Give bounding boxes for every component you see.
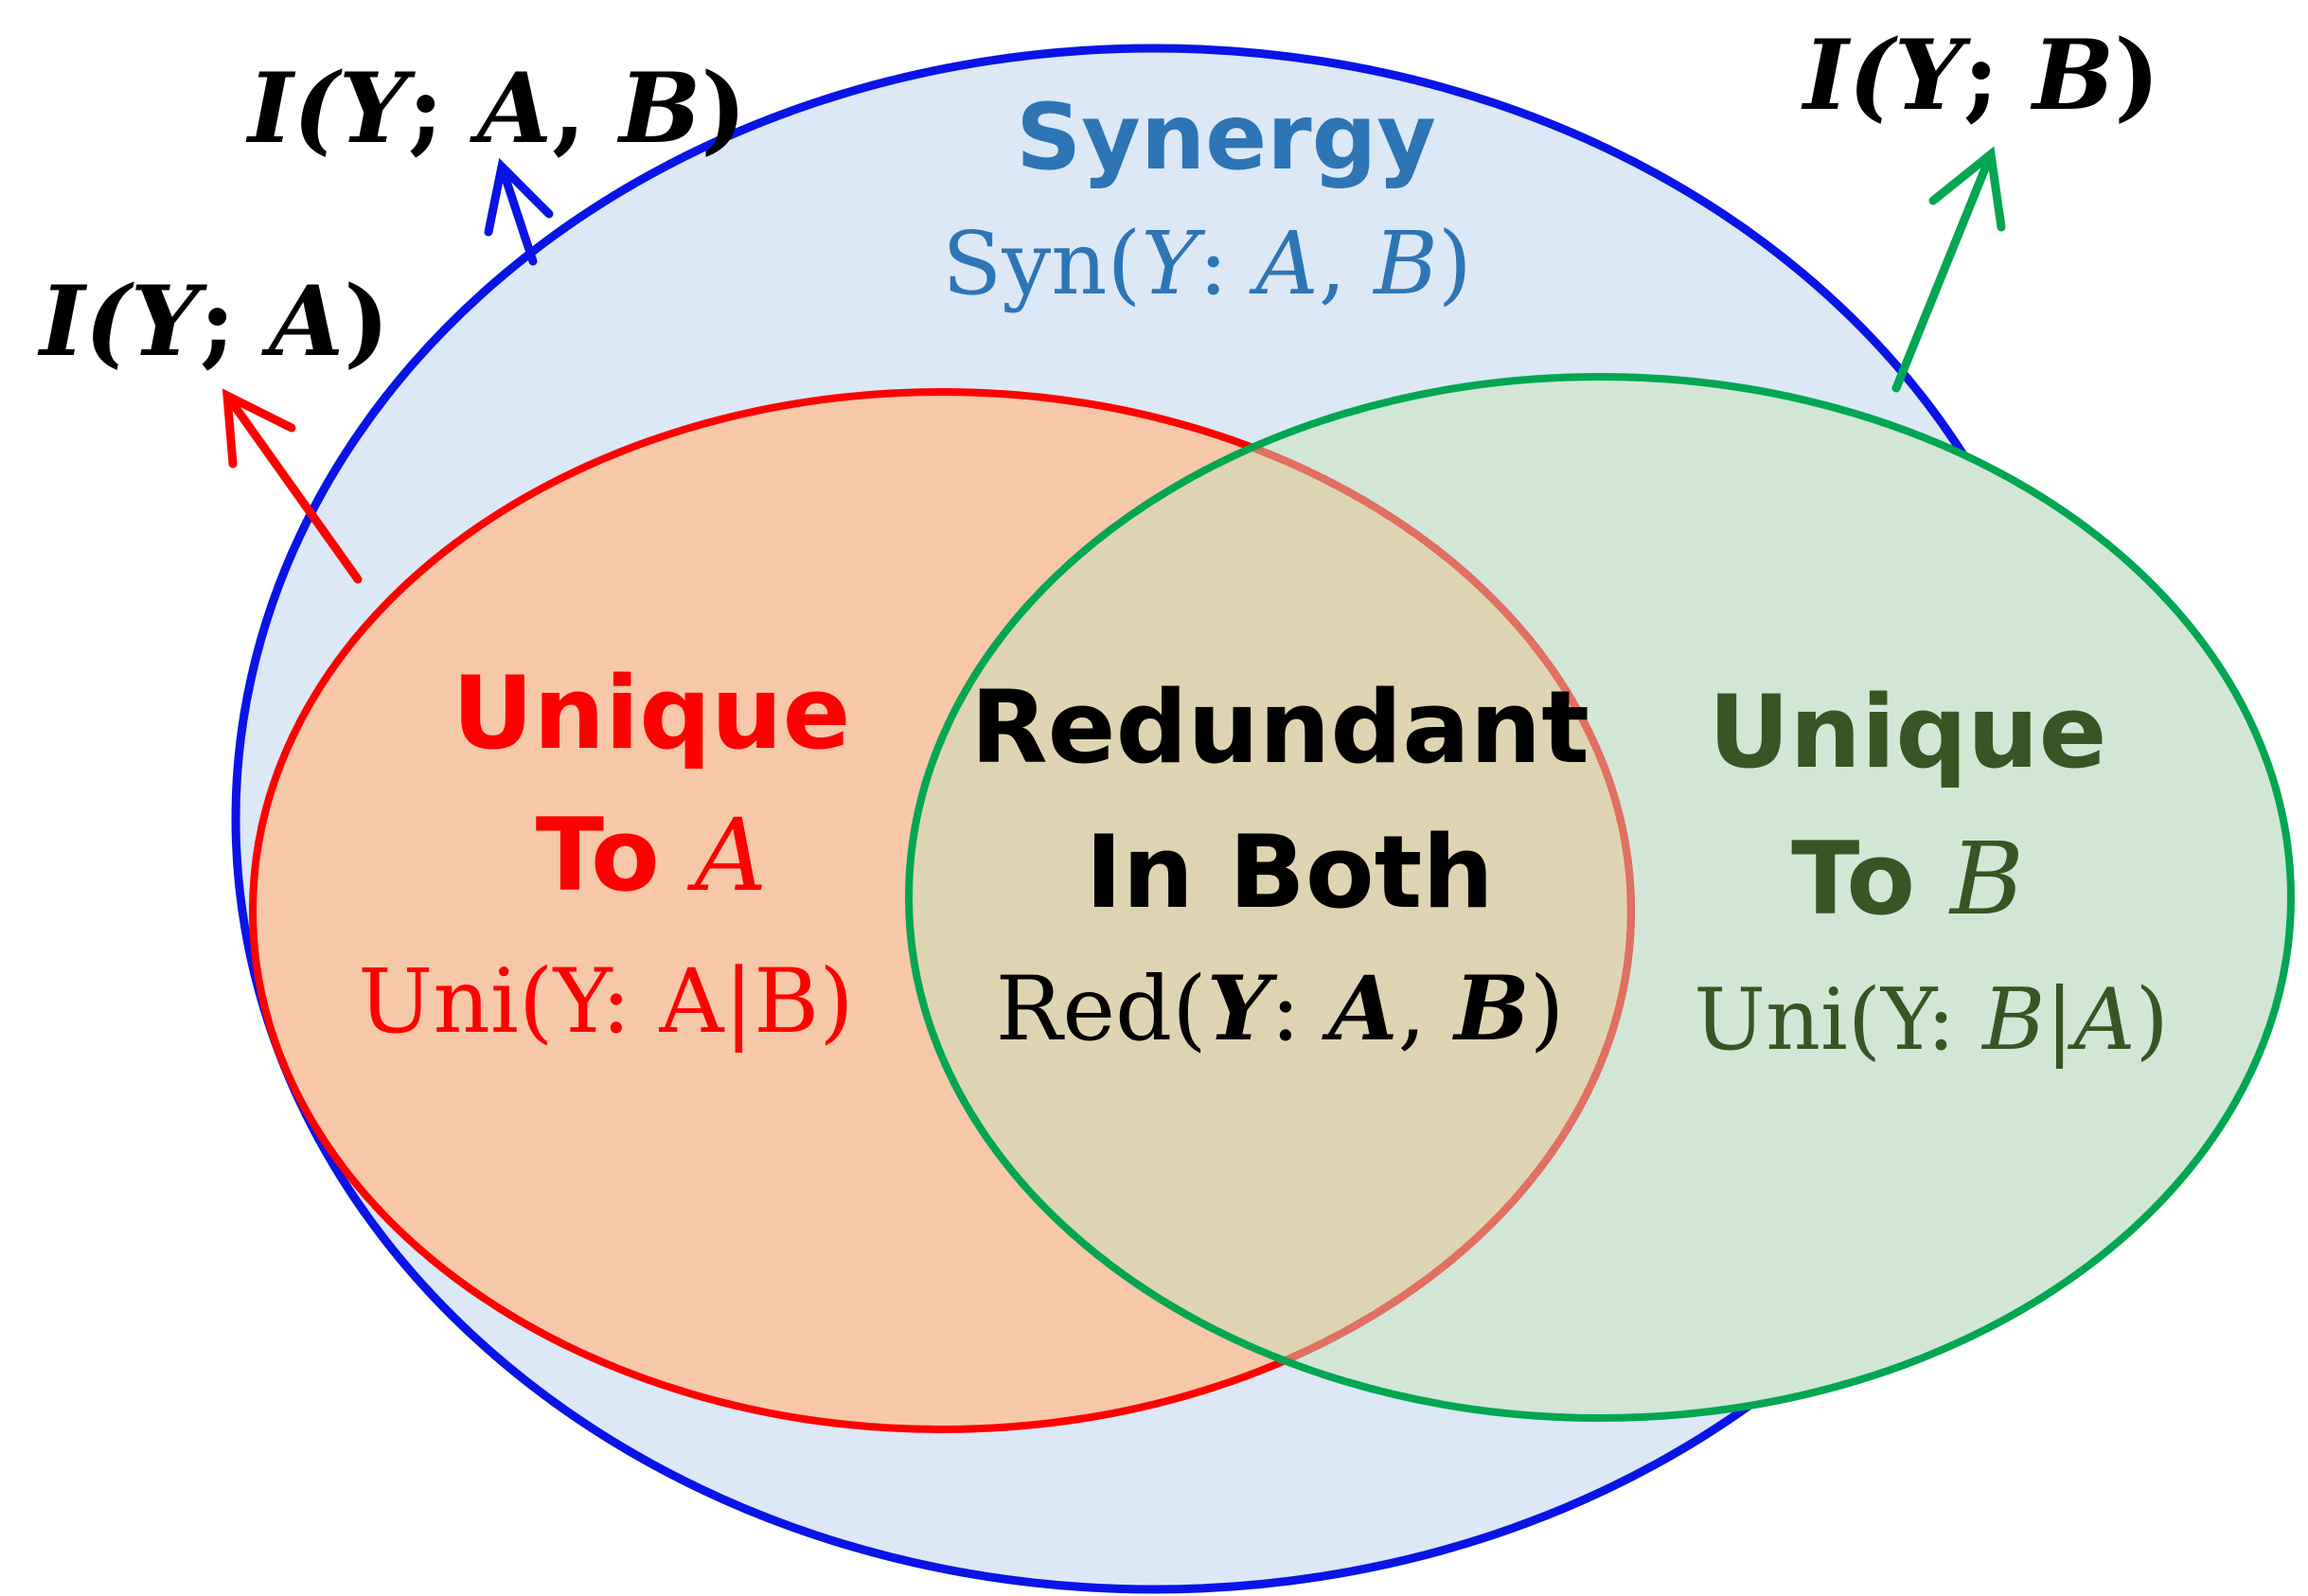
arrow-to-i-ya	[222, 388, 363, 584]
unique-a-formula: Uni(Y: A|B)	[358, 950, 854, 1054]
i-ya-label: I(Y; A)	[37, 265, 389, 379]
i-yab-label: I(Y; A, B)	[245, 52, 747, 166]
redundant-region	[909, 392, 1631, 1418]
unique-b-subtitle: To B	[1791, 821, 2024, 937]
unique-a-title: Unique	[452, 655, 850, 771]
redundant-subtitle: In Both	[1085, 814, 1494, 931]
arrow-to-i-yb	[1891, 146, 2006, 393]
i-yb-label: I(Y; B)	[1801, 19, 2159, 133]
unique-b-title: Unique	[1708, 674, 2106, 790]
unique-a-subtitle: To A	[536, 797, 768, 913]
unique-b-formula: Uni(Y: B|A)	[1694, 970, 2169, 1070]
synergy-title: Synergy	[1016, 84, 1436, 190]
redundant-formula: Red(Y: A, B)	[996, 957, 1565, 1061]
synergy-formula: Syn(Y: A, B)	[942, 213, 1472, 314]
redundant-title: Redundant	[970, 669, 1589, 786]
information-b-ellipse	[905, 373, 2295, 1422]
arrow-to-i-yab	[484, 157, 554, 266]
